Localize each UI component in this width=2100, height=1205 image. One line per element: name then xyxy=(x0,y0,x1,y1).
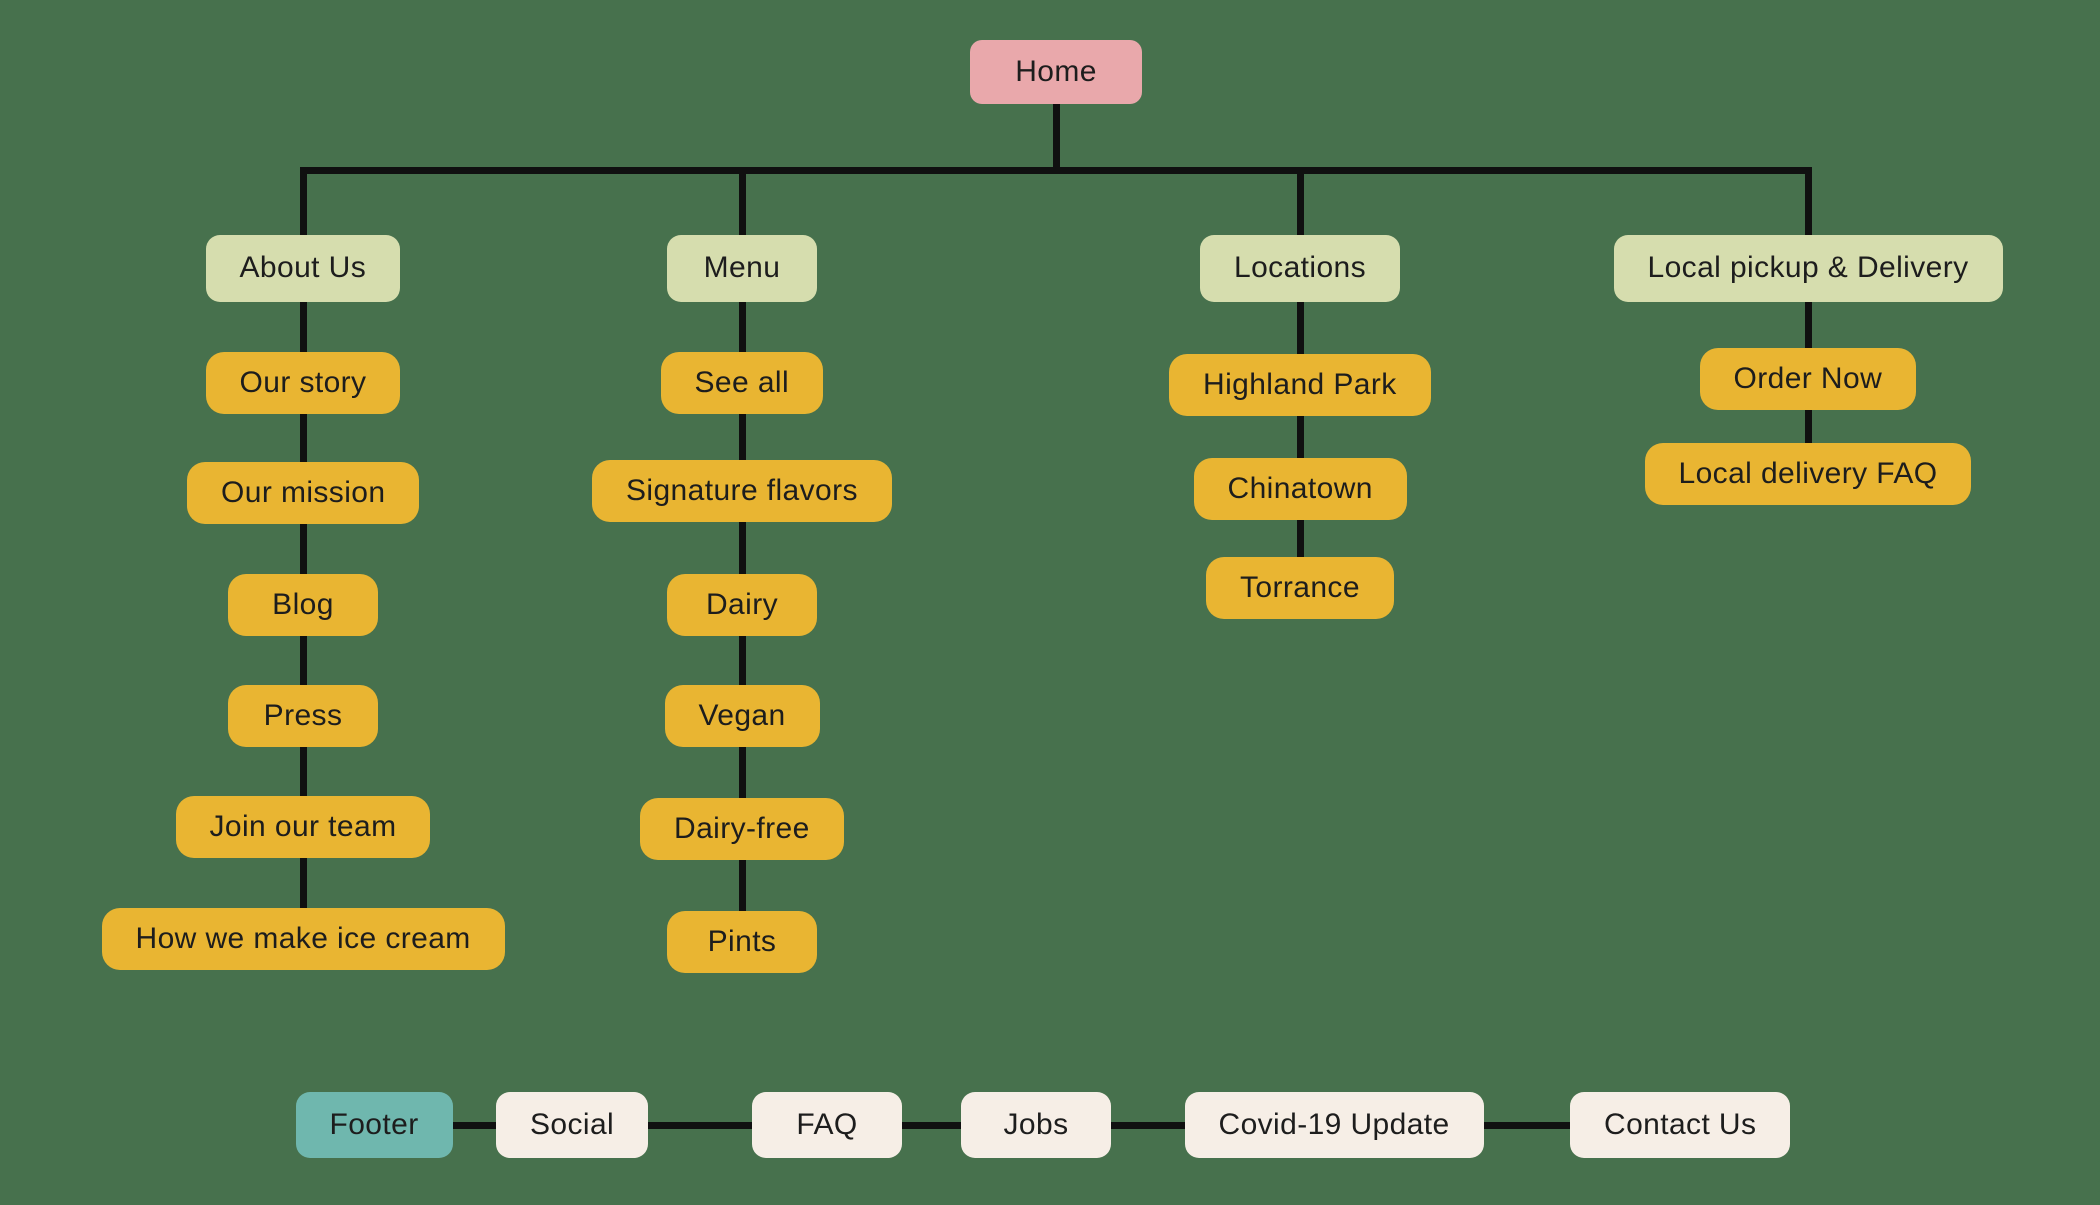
footer-contact-us[interactable]: Contact Us xyxy=(1562,1085,1798,1165)
child-vegan[interactable]: Vegan xyxy=(657,678,827,754)
child-torrance-label: Torrance xyxy=(1240,571,1360,604)
child-blog[interactable]: Blog xyxy=(221,567,385,643)
connector-spine-local-pickup-delivery xyxy=(1804,170,1812,474)
child-dairy-label: Dairy xyxy=(705,588,778,621)
child-vegan-label: Vegan xyxy=(698,699,786,732)
node-home-label: Home xyxy=(1015,55,1097,88)
child-blog-label: Blog xyxy=(272,588,334,621)
branch-menu[interactable]: Menu xyxy=(660,227,824,309)
branch-about-us-label: About Us xyxy=(239,251,367,284)
child-join-our-team-label: Join our team xyxy=(209,810,397,843)
child-how-we-make-ice-cream[interactable]: How we make ice cream xyxy=(94,901,512,977)
child-order-now[interactable]: Order Now xyxy=(1692,341,1923,417)
footer-faq-label: FAQ xyxy=(796,1108,858,1141)
child-order-now-label: Order Now xyxy=(1733,362,1883,395)
branch-about-us[interactable]: About Us xyxy=(198,227,407,309)
footer-social-label: Social xyxy=(530,1108,615,1141)
branch-locations-label: Locations xyxy=(1234,251,1367,284)
connector-branch-rail xyxy=(299,166,1812,174)
child-highland-park[interactable]: Highland Park xyxy=(1162,347,1438,423)
footer-contact-us-label: Contact Us xyxy=(1604,1108,1757,1141)
child-pints[interactable]: Pints xyxy=(660,904,824,980)
footer-faq[interactable]: FAQ xyxy=(745,1085,909,1165)
child-our-story[interactable]: Our story xyxy=(198,345,408,421)
child-how-we-make-ice-cream-label: How we make ice cream xyxy=(135,922,471,955)
branch-locations[interactable]: Locations xyxy=(1192,227,1408,309)
footer-footer[interactable]: Footer xyxy=(288,1085,460,1165)
child-dairy-free[interactable]: Dairy-free xyxy=(633,791,851,867)
footer-footer-label: Footer xyxy=(329,1108,419,1141)
child-press[interactable]: Press xyxy=(221,678,385,754)
child-our-story-label: Our story xyxy=(239,366,367,399)
connector-spine-menu xyxy=(738,170,746,942)
branch-local-pickup-delivery[interactable]: Local pickup & Delivery xyxy=(1606,227,2010,309)
child-highland-park-label: Highland Park xyxy=(1203,368,1397,401)
child-see-all[interactable]: See all xyxy=(653,345,830,421)
child-chinatown[interactable]: Chinatown xyxy=(1186,451,1415,527)
child-local-delivery-faq[interactable]: Local delivery FAQ xyxy=(1637,436,1979,512)
child-local-delivery-faq-label: Local delivery FAQ xyxy=(1678,457,1938,490)
connector-spine-about-us xyxy=(299,170,307,939)
child-chinatown-label: Chinatown xyxy=(1227,472,1373,505)
footer-jobs-label: Jobs xyxy=(1003,1108,1069,1141)
node-home[interactable]: Home xyxy=(963,33,1149,111)
footer-social[interactable]: Social xyxy=(488,1085,656,1165)
footer-covid-19-update[interactable]: Covid-19 Update xyxy=(1177,1085,1491,1165)
connector-home-drop xyxy=(1052,72,1060,174)
child-torrance[interactable]: Torrance xyxy=(1199,550,1401,626)
child-dairy[interactable]: Dairy xyxy=(660,567,824,643)
child-pints-label: Pints xyxy=(707,925,777,958)
footer-covid-19-update-label: Covid-19 Update xyxy=(1218,1108,1450,1141)
child-press-label: Press xyxy=(263,699,343,732)
child-join-our-team[interactable]: Join our team xyxy=(168,789,438,865)
child-see-all-label: See all xyxy=(694,366,790,399)
child-dairy-free-label: Dairy-free xyxy=(674,812,810,845)
child-our-mission-label: Our mission xyxy=(221,476,386,509)
branch-menu-label: Menu xyxy=(703,251,781,284)
child-our-mission[interactable]: Our mission xyxy=(179,455,427,531)
child-signature-flavors[interactable]: Signature flavors xyxy=(585,453,899,529)
footer-jobs[interactable]: Jobs xyxy=(954,1085,1118,1165)
branch-local-pickup-delivery-label: Local pickup & Delivery xyxy=(1647,251,1969,284)
child-signature-flavors-label: Signature flavors xyxy=(626,474,858,507)
